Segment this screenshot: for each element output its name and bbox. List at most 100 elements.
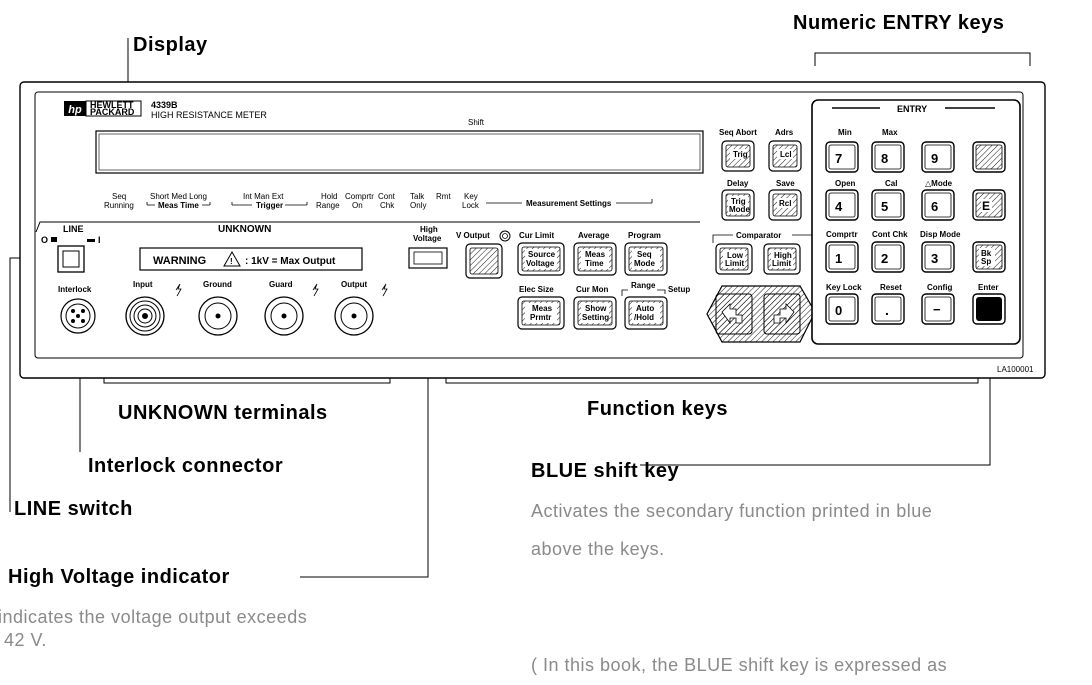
svg-text:Trigger: Trigger [256,201,283,210]
min-label: Min [838,128,852,137]
key-5[interactable]: 5 [871,189,905,221]
svg-text:Cur Limit: Cur Limit [519,231,554,240]
svg-text:Chk: Chk [380,201,395,210]
svg-text:.: . [885,302,889,318]
ground-terminal[interactable]: Ground [198,280,238,336]
svg-text:Trig: Trig [733,150,748,159]
svg-text:Save: Save [776,179,795,188]
key-e[interactable]: E [972,189,1006,221]
seq-mode-key[interactable]: Program Seq Mode [624,231,668,276]
svg-text:: 1kV = Max Output: : 1kV = Max Output [245,256,336,267]
svg-text:hp: hp [68,104,82,116]
svg-text:V Output: V Output [456,231,490,240]
auto-hold-key[interactable]: Range Setup Auto /Hold [621,281,690,330]
display-callout: Display [133,34,208,56]
hv-description-line2: 42 V. [4,630,47,650]
key-6[interactable]: 6 [921,189,955,221]
blue-shift-description-line2: above the keys. [531,539,665,559]
save-recall-key[interactable]: Save Rcl [768,179,802,221]
svg-text:5: 5 [881,199,888,214]
svg-text:Input: Input [133,280,153,289]
disp-mode-label: Disp Mode [920,230,961,239]
annunciator-row: Seq Running Short Med Long Meas Time Int… [104,192,653,210]
svg-text:On: On [352,201,363,210]
output-terminal[interactable]: Output [334,280,388,336]
svg-text:Range: Range [316,201,340,210]
svg-text:Interlock: Interlock [58,285,92,294]
guard-terminal[interactable]: Guard [264,280,319,336]
key-2[interactable]: 2 [871,241,905,273]
blue-shift-key[interactable] [972,141,1006,173]
warning-box: WARNING ! : 1kV = Max Output [139,247,363,271]
seq-abort-key[interactable]: Seq Abort Trig [719,128,757,172]
unknown-terminals-callout: UNKNOWN terminals [118,402,328,424]
hv-indicator-callout: High Voltage indicator [8,566,230,588]
key-0[interactable]: 0 [825,293,859,325]
arrow-keys[interactable] [706,285,816,343]
comprtr-label: Comprtr [826,230,858,239]
key-3[interactable]: 3 [921,241,955,273]
svg-text:Sp: Sp [981,257,991,266]
section-divider [35,221,700,233]
svg-text:Talk: Talk [410,192,425,201]
svg-text:9: 9 [931,151,938,166]
adrs-local-key[interactable]: Adrs Lcl [768,128,802,172]
key-decimal[interactable]: . [871,293,905,325]
key-7[interactable]: 7 [825,141,859,173]
svg-text:Voltage: Voltage [413,234,442,243]
key-9[interactable]: 9 [921,141,955,173]
svg-text:Limit: Limit [772,259,791,268]
meas-prmtr-key[interactable]: Elec Size Meas Prmtr [517,285,565,330]
backspace-key[interactable]: Bk Sp [972,241,1006,273]
svg-text:6: 6 [931,199,938,214]
low-limit-key[interactable]: Low Limit [715,243,753,275]
trig-mode-key[interactable]: Delay Trig Mode [721,179,755,221]
v-output-key[interactable]: V Output [456,230,511,279]
hv-description-line1: indicates the voltage output exceeds [0,607,308,627]
svg-text:PACKARD: PACKARD [90,107,135,117]
svg-text:Lcl: Lcl [780,150,792,159]
key-1[interactable]: 1 [825,241,859,273]
enter-key[interactable] [972,293,1006,325]
input-terminal[interactable]: Input [125,280,182,336]
svg-text:Int Man Ext: Int Man Ext [243,192,284,201]
key-minus[interactable]: − [921,293,955,325]
key-8[interactable]: 8 [871,141,905,173]
footnote-text: ( In this book, the BLUE shift key is ex… [531,655,948,675]
svg-text:8: 8 [881,151,888,166]
svg-text:Output: Output [341,280,368,289]
entry-keypad-frame: ENTRY [811,99,1021,345]
model-name: HIGH RESISTANCE METER [151,110,267,120]
svg-text:Trig: Trig [731,197,746,206]
svg-text:3: 3 [931,251,938,266]
key-4[interactable]: 4 [825,189,859,221]
svg-text:Adrs: Adrs [775,128,794,137]
svg-text:7: 7 [835,151,842,166]
svg-text:I: I [98,235,101,245]
high-limit-key[interactable]: High Limit [763,243,801,275]
svg-text:Meas Time: Meas Time [158,201,199,210]
svg-text:Limit: Limit [725,259,744,268]
svg-text:Range: Range [631,281,656,290]
svg-text:Cur Mon: Cur Mon [576,285,609,294]
svg-text:High: High [774,251,792,260]
interlock-connector[interactable]: Interlock [58,285,96,334]
svg-text:Rmt: Rmt [436,192,451,201]
source-voltage-key[interactable]: Cur Limit Source Voltage [517,231,565,276]
config-label: Config [927,283,952,292]
meas-time-key[interactable]: Average Meas Time [573,231,617,276]
svg-text:4: 4 [835,199,843,214]
svg-text:O: O [41,235,48,245]
svg-text:ENTRY: ENTRY [897,104,927,114]
unknown-label: UNKNOWN [218,224,271,235]
svg-text:Program: Program [628,231,661,240]
svg-text:Elec Size: Elec Size [519,285,554,294]
svg-text:Time: Time [585,259,604,268]
svg-text:LINE: LINE [63,224,84,234]
show-setting-key[interactable]: Cur Mon Show Setting [573,285,617,330]
svg-text:Low: Low [727,251,744,260]
line-switch[interactable]: LINE O I [41,224,101,273]
svg-text:Mode: Mode [729,205,750,214]
svg-text:Cont: Cont [378,192,396,201]
